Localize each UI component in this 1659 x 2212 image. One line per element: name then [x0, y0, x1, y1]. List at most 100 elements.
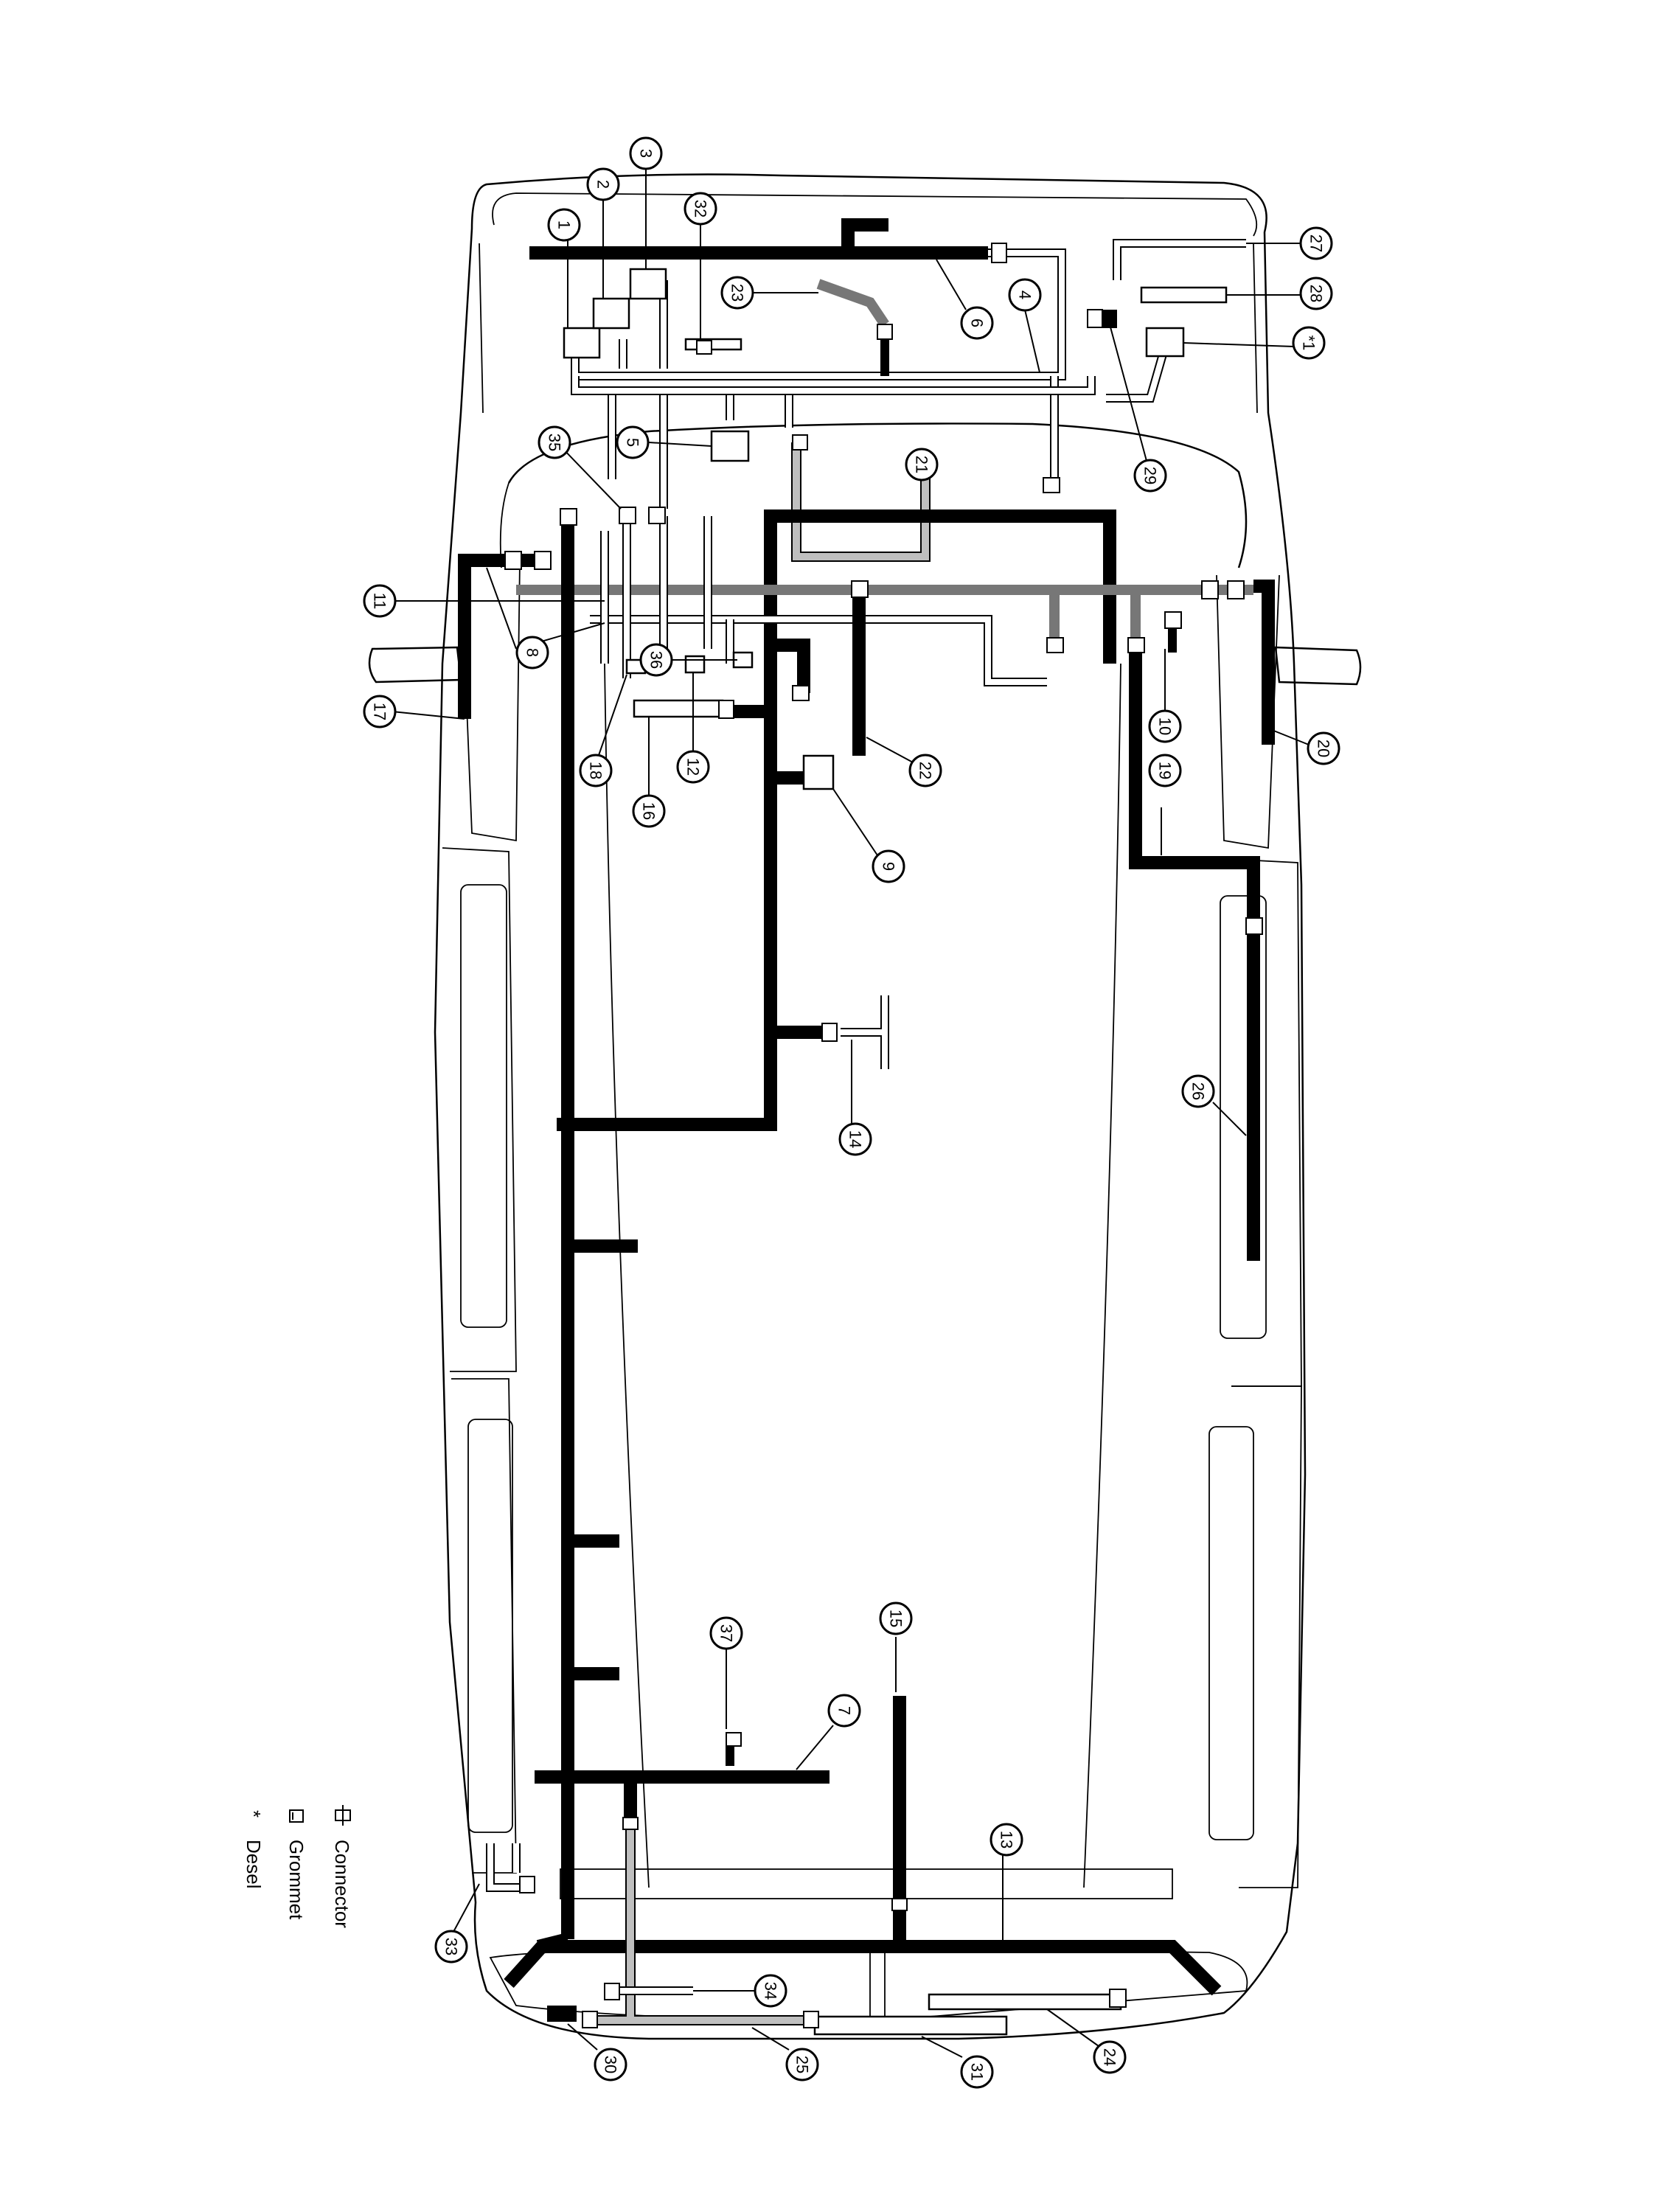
callouts: 1 2 3 32 23 6 4 *1 27 28 29 5 35 21 11 8… — [363, 136, 1340, 2089]
callout-37: 37 — [709, 1616, 743, 1650]
callout-11: 11 — [363, 584, 397, 618]
callout-23: 23 — [720, 276, 754, 310]
callout-31: 31 — [960, 2055, 994, 2089]
svg-text:14: 14 — [846, 1130, 865, 1148]
svg-text:28: 28 — [1307, 285, 1326, 302]
harness-24 — [928, 1993, 1122, 2011]
callout-33: 33 — [434, 1930, 468, 1964]
svg-text:8: 8 — [524, 648, 542, 657]
component-12 — [684, 655, 706, 674]
callout-7: 7 — [827, 1694, 861, 1728]
grommet-icon — [289, 1809, 304, 1823]
component-1 — [563, 327, 601, 359]
svg-text:33: 33 — [442, 1938, 461, 1955]
callout-30: 30 — [594, 2048, 627, 2081]
harness-23 — [816, 279, 889, 327]
svg-text:13: 13 — [998, 1831, 1016, 1848]
svg-text:36: 36 — [647, 651, 666, 669]
callout-9: 9 — [872, 849, 905, 883]
svg-text:2: 2 — [594, 180, 613, 189]
svg-text:10: 10 — [1156, 717, 1175, 735]
harness-17 — [458, 554, 516, 719]
svg-text:25: 25 — [793, 2056, 812, 2073]
legend-diesel-symbol: * — [243, 1810, 265, 1818]
svg-text:35: 35 — [546, 434, 564, 451]
svg-text:7: 7 — [835, 1706, 854, 1715]
harness-13 — [542, 1940, 1222, 1996]
svg-text:23: 23 — [728, 284, 747, 302]
harness-30 — [547, 2006, 577, 2022]
svg-text:18: 18 — [587, 762, 605, 779]
callout-28: 28 — [1299, 276, 1333, 310]
svg-text:27: 27 — [1307, 234, 1326, 252]
component-29 — [1102, 310, 1117, 328]
callout-14: 14 — [838, 1122, 872, 1156]
connector-icon — [504, 243, 1263, 2028]
legend-diesel: * Desel — [243, 1810, 265, 1888]
legend: Connector Grommet * Desel — [243, 1805, 353, 1928]
callout-16: 16 — [632, 794, 666, 828]
harness-31 — [813, 2015, 1008, 2036]
harness-16 — [633, 699, 724, 718]
svg-text:34: 34 — [762, 1982, 780, 2000]
component-9 — [802, 754, 835, 790]
component-5 — [710, 430, 750, 462]
callout-12: 12 — [676, 750, 710, 784]
svg-text:31: 31 — [968, 2063, 987, 2081]
callout-24: 24 — [1093, 2040, 1127, 2074]
connector-symbols — [504, 243, 1263, 2028]
callout-17: 17 — [363, 695, 397, 728]
callout-15: 15 — [879, 1601, 913, 1635]
callout-18: 18 — [579, 754, 613, 787]
svg-text:12: 12 — [684, 758, 703, 776]
vehicle-body-outline — [368, 173, 1362, 2040]
svg-text:6: 6 — [968, 319, 987, 327]
svg-text:20: 20 — [1315, 740, 1333, 757]
callout-19: 19 — [1148, 754, 1182, 787]
svg-text:16: 16 — [640, 802, 658, 820]
callout-10: 10 — [1148, 709, 1182, 743]
legend-connector: Connector — [331, 1805, 353, 1928]
legend-connector-label: Connector — [331, 1840, 353, 1928]
callout-25: 25 — [785, 2048, 819, 2081]
callout-27: 27 — [1299, 226, 1333, 260]
svg-text:9: 9 — [880, 862, 898, 871]
harness-19 — [1129, 641, 1260, 929]
callout-20: 20 — [1307, 731, 1340, 765]
legend-diesel-label: Desel — [243, 1840, 265, 1888]
callout-34: 34 — [754, 1974, 787, 2008]
svg-text:24: 24 — [1101, 2048, 1119, 2066]
harness-28 — [1140, 286, 1228, 304]
callout-29: 29 — [1133, 459, 1167, 493]
component-3 — [629, 268, 667, 300]
svg-text:11: 11 — [371, 593, 389, 610]
svg-text:17: 17 — [371, 703, 389, 720]
svg-text:21: 21 — [913, 456, 931, 473]
callout-22: 22 — [908, 754, 942, 787]
svg-text:*1: *1 — [1300, 335, 1318, 351]
callout-star1: *1 — [1292, 326, 1326, 360]
callout-35: 35 — [538, 425, 571, 459]
callout-5: 5 — [616, 425, 650, 459]
callout-4: 4 — [1008, 278, 1042, 312]
callout-6: 6 — [960, 306, 994, 340]
callout-1: 1 — [547, 208, 581, 242]
callout-13: 13 — [990, 1823, 1023, 1857]
connector-icon — [335, 1805, 351, 1826]
legend-grommet-label: Grommet — [285, 1840, 307, 1920]
callout-3: 3 — [629, 136, 663, 170]
leader-lines — [392, 155, 1310, 2058]
svg-text:29: 29 — [1141, 467, 1160, 484]
callout-8: 8 — [515, 636, 549, 669]
harness-routing — [458, 218, 1275, 2036]
svg-text:4: 4 — [1016, 291, 1034, 299]
svg-text:32: 32 — [692, 200, 710, 218]
component-star1 — [1145, 327, 1185, 358]
callout-26: 26 — [1181, 1074, 1215, 1108]
callout-2: 2 — [586, 167, 620, 201]
svg-text:5: 5 — [624, 438, 642, 447]
svg-text:26: 26 — [1189, 1082, 1208, 1100]
callout-21: 21 — [905, 448, 939, 481]
svg-text:3: 3 — [637, 149, 655, 158]
